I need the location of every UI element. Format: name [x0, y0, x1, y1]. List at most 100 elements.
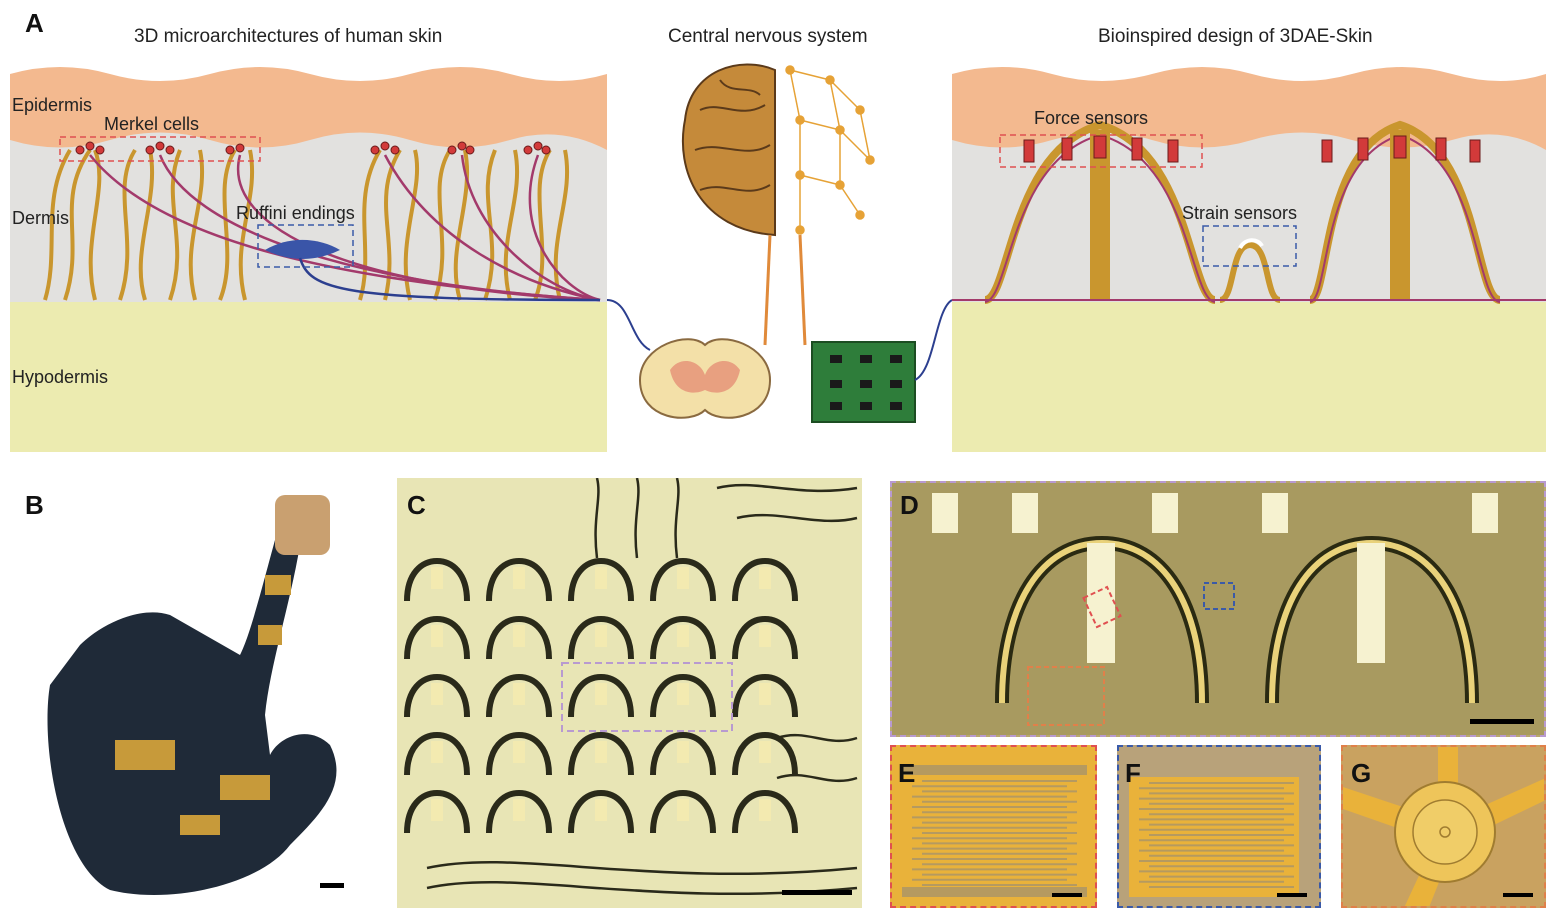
sensor-pillar — [595, 741, 607, 763]
sensor-unit — [650, 731, 716, 776]
scale-bar-g — [1503, 893, 1533, 897]
sensor-array-photo — [397, 478, 862, 908]
sensor-pillar — [431, 567, 443, 589]
sensor-pillar — [595, 799, 607, 821]
sensor-pillar — [431, 625, 443, 647]
hypodermis-label: Hypodermis — [12, 367, 109, 387]
sensor-pillar — [595, 683, 607, 705]
panel-b-letter: B — [25, 490, 44, 520]
collagen-fibers — [43, 148, 570, 301]
zoomed-pillar-1 — [1087, 543, 1115, 663]
sensor-pillar — [677, 741, 689, 763]
fingertip-skin — [275, 495, 330, 555]
panel-g-letter: G — [1351, 758, 1372, 788]
center-title: Central nervous system — [668, 26, 868, 47]
ruffini-nerve — [298, 257, 601, 302]
strain-sensor-arch — [1218, 241, 1282, 303]
panel-c-letter: C — [407, 490, 426, 520]
micrograph-e-drawing — [902, 765, 1087, 897]
force-sensors-label: Force sensors — [1034, 108, 1149, 128]
sensor-unit — [568, 557, 634, 602]
sensor-unit — [404, 673, 470, 718]
bioinspired-skin-cross-section — [952, 67, 1546, 452]
sensor-pillar — [677, 799, 689, 821]
sensor-unit — [732, 789, 798, 834]
sensor-pillar — [431, 799, 443, 821]
zoomed-sensor-photo — [890, 481, 1546, 737]
ruffini-endings-label: Ruffini endings — [236, 203, 355, 223]
sensor-pillar — [513, 625, 525, 647]
sensor-unit — [650, 557, 716, 602]
sensor-unit — [404, 731, 470, 776]
sensor-unit — [404, 557, 470, 602]
sensor-unit — [732, 731, 798, 776]
panel-a-letter: A — [25, 8, 44, 38]
sensor-pillar — [759, 683, 771, 705]
micrograph-e — [890, 745, 1097, 908]
serpentine-wires — [426, 478, 858, 895]
sensor-unit — [650, 615, 716, 660]
sensor-pillar — [513, 567, 525, 589]
right-title: Bioinspired design of 3DAE-Skin — [1098, 26, 1373, 47]
pcb-chips — [830, 355, 902, 410]
merkel-cell-clusters — [75, 141, 551, 155]
force-sensors-highlight-box — [999, 134, 1203, 168]
human-skin-cross-section — [10, 67, 607, 452]
e-top-bus — [902, 765, 1087, 775]
left-title: 3D microarchitectures of human skin — [134, 26, 443, 47]
pcb-connection — [798, 234, 807, 346]
d-orange-box — [1027, 666, 1105, 726]
sensor-pillar — [677, 567, 689, 589]
sensor-unit — [404, 789, 470, 834]
scale-bar-f — [1277, 893, 1307, 897]
robotic-hand-photo — [20, 485, 380, 915]
hypodermis-layer — [10, 300, 607, 452]
panel-e-letter: E — [898, 758, 916, 788]
d-background — [892, 483, 1544, 735]
right-dermis-layer — [952, 120, 1546, 302]
left-wire — [606, 299, 651, 351]
ruffini-ending-shape — [265, 239, 340, 259]
sensor-pillar — [677, 683, 689, 705]
e-interdigitated-lines — [912, 780, 1077, 886]
zoomed-sensor-drawing — [892, 483, 1544, 735]
right-hypodermis-layer — [952, 300, 1546, 452]
sensor-unit — [732, 615, 798, 660]
neural-network-half — [785, 65, 875, 235]
right-wire — [914, 299, 953, 381]
sensor-unit — [650, 673, 716, 718]
micrograph-g-drawing — [1343, 747, 1544, 906]
sensor-unit — [486, 557, 552, 602]
sensor-unit — [650, 789, 716, 834]
strain-sensors-highlight-box — [1202, 225, 1297, 267]
sensor-pillar — [513, 683, 525, 705]
sensor-pillar — [677, 625, 689, 647]
central-nervous-system-illustration — [606, 63, 953, 423]
force-sensor-marks — [1023, 135, 1481, 163]
sensor-unit — [486, 731, 552, 776]
gold-joints — [115, 575, 291, 835]
f-gold-area — [1129, 777, 1299, 897]
micrograph-f — [1117, 745, 1321, 908]
d-blue-box — [1203, 582, 1235, 610]
hand-body — [47, 540, 337, 895]
sensor-unit — [486, 673, 552, 718]
strain-sensor-highlight — [1238, 238, 1264, 250]
sensor-unit — [732, 557, 798, 602]
sensor-pillar — [595, 625, 607, 647]
spinal-grey-matter — [670, 360, 740, 393]
sensor-unit — [568, 789, 634, 834]
merkel-cells-highlight-box — [59, 136, 261, 162]
ruffini-highlight-box — [257, 224, 354, 268]
panel-c-zoom-box — [561, 662, 733, 732]
f-interdigitated-lines — [1139, 782, 1294, 888]
g-center — [1439, 826, 1451, 838]
panel-d-letter: D — [900, 490, 919, 520]
bright-pads — [932, 493, 1498, 533]
sensor-pillar — [513, 741, 525, 763]
sensor-unit — [404, 615, 470, 660]
epidermis-label: Epidermis — [12, 95, 93, 115]
sensor-grid — [404, 557, 798, 834]
sensor-unit — [568, 615, 634, 660]
